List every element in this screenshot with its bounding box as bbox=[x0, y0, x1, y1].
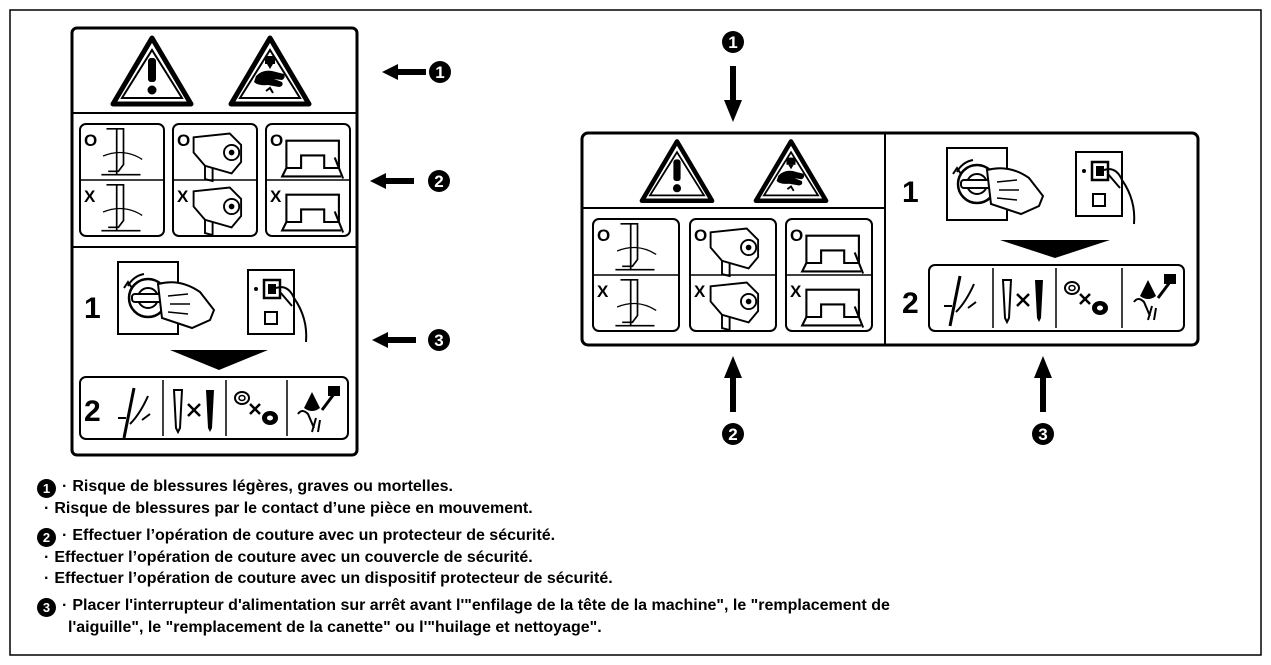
ok-mark: O bbox=[84, 131, 97, 150]
down-arrow-icon bbox=[1000, 240, 1110, 258]
note-text: Placer l'interrupteur d'alimentation sur… bbox=[72, 597, 890, 614]
callout-3-bottom: 3 bbox=[1032, 356, 1054, 445]
maintenance-row bbox=[79, 376, 349, 440]
note-2: 2·Effectuer l’opération de couture avec … bbox=[37, 525, 1237, 589]
note-number: 3 bbox=[37, 598, 56, 617]
ok-mark: O bbox=[270, 131, 283, 150]
note-1: 1·Risque de blessures légères, graves ou… bbox=[37, 476, 1237, 519]
no-mark: X bbox=[694, 282, 706, 301]
no-mark: X bbox=[84, 187, 96, 206]
ok-mark: O bbox=[790, 226, 803, 245]
ok-mark: O bbox=[177, 131, 190, 150]
legend-notes: 1·Risque de blessures légères, graves ou… bbox=[37, 476, 1237, 644]
note-text: Effectuer l’opération de couture avec un… bbox=[72, 527, 556, 544]
callout-1-top: 1 bbox=[722, 31, 744, 122]
note-text: Risque de blessures par le contact d’une… bbox=[54, 500, 533, 517]
down-arrow-icon bbox=[170, 350, 268, 370]
step-1-label: 1 bbox=[902, 176, 919, 209]
no-mark: X bbox=[597, 282, 609, 301]
svg-text:1: 1 bbox=[728, 33, 737, 52]
note-number: 1 bbox=[37, 479, 56, 498]
protector-pictograms: O O O X X X bbox=[592, 218, 873, 332]
callout-3-left: 3 bbox=[372, 329, 450, 351]
no-mark: X bbox=[790, 282, 802, 301]
protector-pictograms: O O O X X X bbox=[79, 123, 351, 237]
note-number: 2 bbox=[37, 528, 56, 547]
no-mark: X bbox=[270, 187, 282, 206]
svg-text:1: 1 bbox=[435, 63, 444, 82]
step-2-label: 2 bbox=[902, 287, 919, 320]
svg-text:3: 3 bbox=[434, 331, 443, 350]
horizontal-safety-label: O O O X X X 1 2 bbox=[580, 131, 1200, 347]
callout-2-left: 2 bbox=[370, 170, 450, 192]
vertical-safety-label: O O O X X X 1 2 bbox=[70, 26, 359, 457]
callout-2-bottom: 2 bbox=[722, 356, 744, 445]
step-1-label: 1 bbox=[84, 292, 101, 325]
svg-text:3: 3 bbox=[1038, 425, 1047, 444]
svg-text:2: 2 bbox=[728, 425, 737, 444]
note-text: Effectuer l’opération de couture avec un… bbox=[54, 570, 613, 587]
note-text: Effectuer l’opération de couture avec un… bbox=[54, 549, 533, 566]
svg-text:2: 2 bbox=[434, 172, 443, 191]
callout-1-left: 1 bbox=[382, 61, 451, 83]
page-border bbox=[9, 9, 1262, 656]
ok-mark: O bbox=[597, 226, 610, 245]
note-text: l'aiguille", le "remplacement de la cane… bbox=[68, 619, 602, 636]
ok-mark: O bbox=[694, 226, 707, 245]
step-2-label: 2 bbox=[84, 395, 101, 428]
note-text: Risque de blessures légères, graves ou m… bbox=[72, 478, 453, 495]
note-3: 3·Placer l'interrupteur d'alimentation s… bbox=[37, 595, 1237, 638]
no-mark: X bbox=[177, 187, 189, 206]
